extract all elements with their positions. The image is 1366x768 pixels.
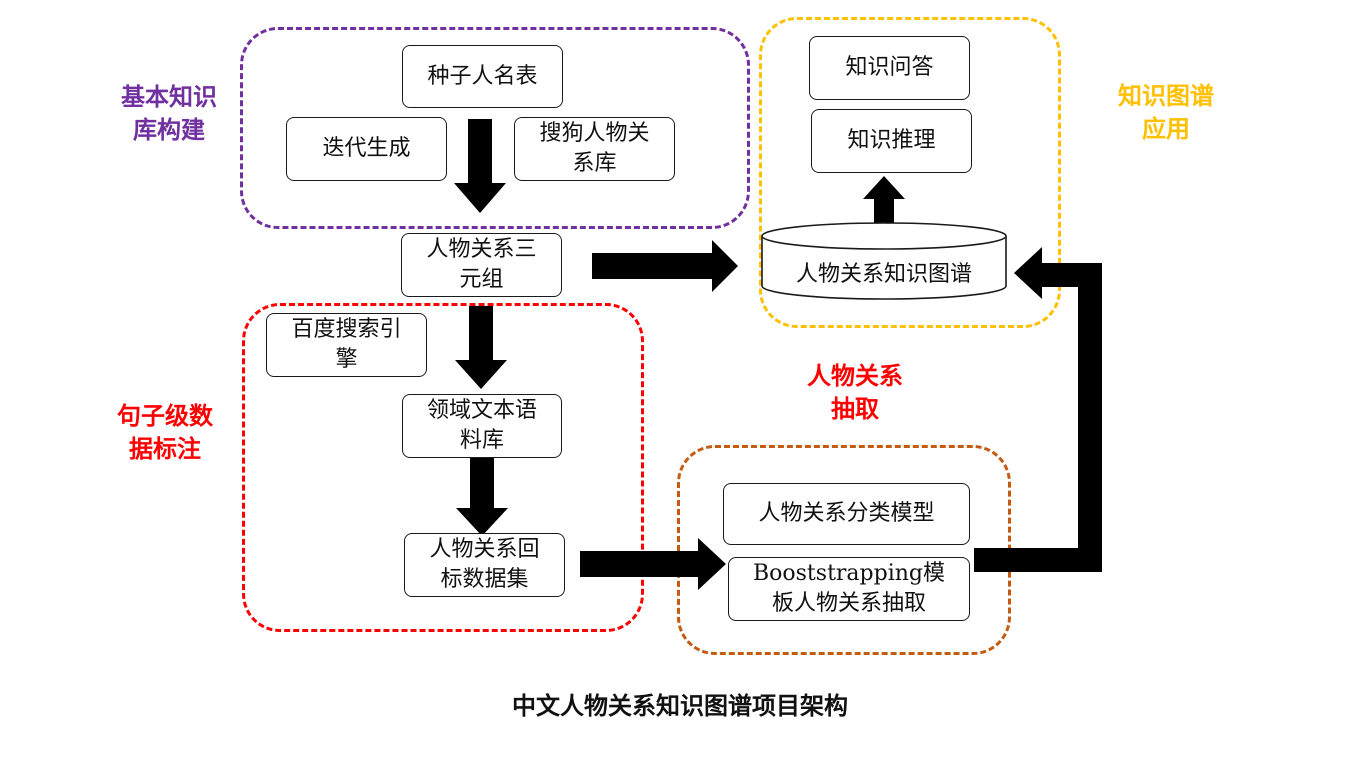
arrow-triples-to-corpus xyxy=(455,306,507,389)
node-bootstrapping-extraction-line2: 板人物关系抽取 xyxy=(771,591,926,616)
label-sentence-annotation-line2: 据标注 xyxy=(129,435,201,463)
node-baidu-engine: 百度搜索引 擎 xyxy=(266,313,427,377)
label-kg-application-line2: 应用 xyxy=(1142,115,1190,143)
region-kg-application xyxy=(759,17,1061,328)
node-knowledge-graph: 人物关系知识图谱 xyxy=(762,252,1006,292)
node-sogou-database: 搜狗人物关 系库 xyxy=(514,117,675,181)
node-bootstrapping-extraction-line1: Booststrapping模 xyxy=(752,561,945,586)
node-sogou-database-line2: 系库 xyxy=(572,151,617,176)
label-relation-extraction: 人物关系 抽取 xyxy=(790,360,920,426)
label-relation-extraction-line2: 抽取 xyxy=(831,395,879,423)
node-relation-classifier: 人物关系分类模型 xyxy=(723,483,970,545)
node-triples-line2: 元组 xyxy=(459,267,504,292)
label-relation-extraction-line1: 人物关系 xyxy=(807,362,903,390)
node-seed-names: 种子人名表 xyxy=(402,45,563,108)
node-bootstrapping-extraction: Booststrapping模 板人物关系抽取 xyxy=(728,557,970,621)
node-domain-corpus-line2: 料库 xyxy=(459,428,504,453)
node-knowledge-reasoning: 知识推理 xyxy=(811,109,972,173)
label-basic-knowledge-line1: 基本知识 xyxy=(121,83,217,111)
arrow-seed-to-triples xyxy=(454,119,506,213)
node-labeled-dataset-line2: 标数据集 xyxy=(440,567,529,592)
node-domain-corpus: 领域文本语 料库 xyxy=(402,394,562,458)
node-knowledge-reasoning-text: 知识推理 xyxy=(847,128,936,153)
region-sentence-annotation xyxy=(242,303,644,632)
node-labeled-dataset: 人物关系回 标数据集 xyxy=(404,533,565,597)
arrow-dataset-to-extraction xyxy=(580,538,726,590)
node-domain-corpus-line1: 领域文本语 xyxy=(426,398,537,423)
label-basic-knowledge: 基本知识 库构建 xyxy=(104,81,234,147)
node-iterative-generation-text: 迭代生成 xyxy=(322,136,411,161)
node-relation-classifier-text: 人物关系分类模型 xyxy=(758,501,935,526)
label-basic-knowledge-line2: 库构建 xyxy=(133,116,205,144)
node-iterative-generation: 迭代生成 xyxy=(286,117,447,181)
arrow-extraction-to-kg xyxy=(974,247,1102,572)
node-knowledge-qa: 知识问答 xyxy=(809,36,970,100)
node-knowledge-graph-text: 人物关系知识图谱 xyxy=(795,262,972,287)
arrow-corpus-to-dataset xyxy=(456,458,508,536)
label-kg-application-line1: 知识图谱 xyxy=(1118,82,1214,110)
node-triples-line1: 人物关系三 xyxy=(426,237,537,262)
node-sogou-database-line1: 搜狗人物关 xyxy=(539,121,650,146)
label-sentence-annotation-line1: 句子级数 xyxy=(117,402,213,430)
node-knowledge-qa-text: 知识问答 xyxy=(845,55,934,80)
node-baidu-engine-line2: 擎 xyxy=(335,347,358,372)
node-seed-names-text: 种子人名表 xyxy=(427,63,538,89)
node-triples: 人物关系三 元组 xyxy=(401,233,562,297)
region-basic-knowledge xyxy=(240,27,750,229)
label-sentence-annotation: 句子级数 据标注 xyxy=(100,400,230,466)
arrow-kg-to-reasoning xyxy=(863,176,905,226)
node-labeled-dataset-line1: 人物关系回 xyxy=(429,537,540,562)
diagram-caption: 中文人物关系知识图谱项目架构 xyxy=(512,692,848,720)
label-kg-application: 知识图谱 应用 xyxy=(1100,80,1232,146)
arrow-triples-to-kg xyxy=(592,240,738,292)
node-baidu-engine-line1: 百度搜索引 xyxy=(291,317,402,342)
